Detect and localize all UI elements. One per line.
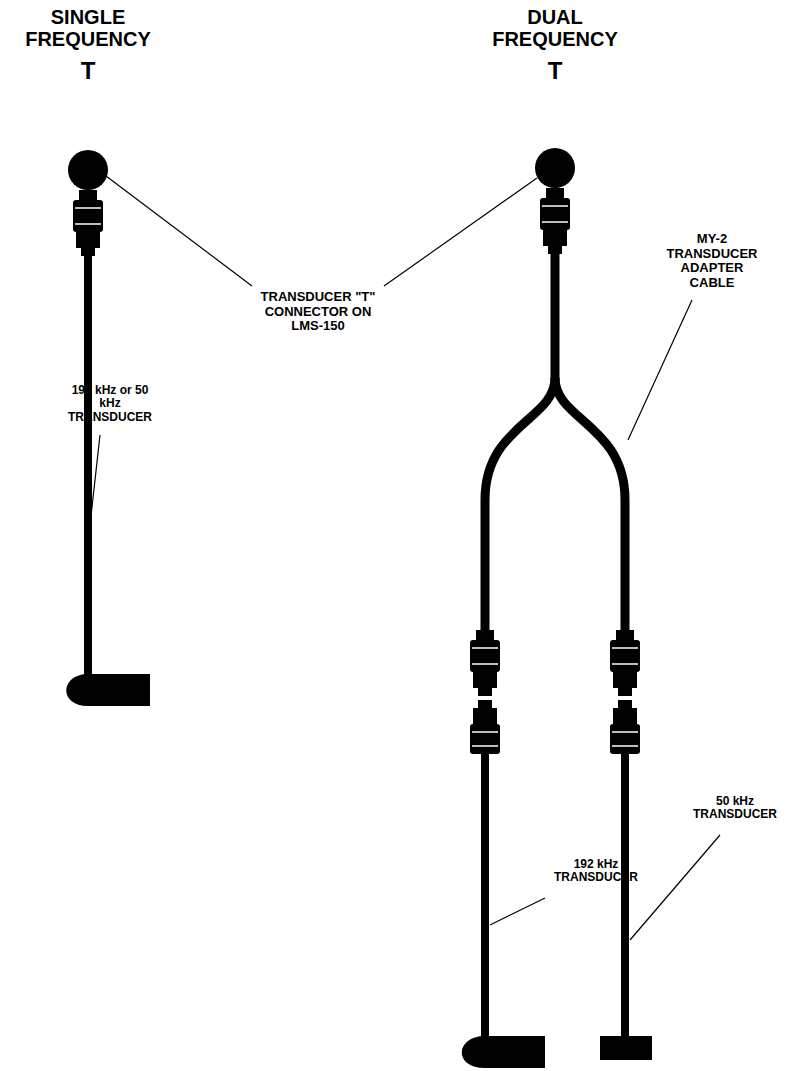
connector-t [68,150,108,190]
transducer-50 [600,1036,652,1060]
adapter-branch [555,378,625,632]
callout-label: MY-2 TRANSDUCER ADAPTER CABLE [660,232,764,290]
adapter-branch [485,378,555,632]
connector-t [535,148,575,188]
transducer-192 [462,1036,545,1068]
heading: SINGLE FREQUENCY [13,6,163,51]
callout-label: TRANSDUCER "T" CONNECTOR ON LMS-150 [254,290,382,334]
connector-letter: T [535,58,575,85]
callout-label: 192 kHz TRANSDUCER [548,858,644,885]
callout-label: 50 kHz TRANSDUCER [687,795,783,822]
transducer-192-or-50 [66,674,150,706]
callout-label: 192 kHz or 50 kHz TRANSDUCER [67,384,153,424]
heading: DUAL FREQUENCY [480,6,630,51]
connector-letter: T [68,58,108,85]
